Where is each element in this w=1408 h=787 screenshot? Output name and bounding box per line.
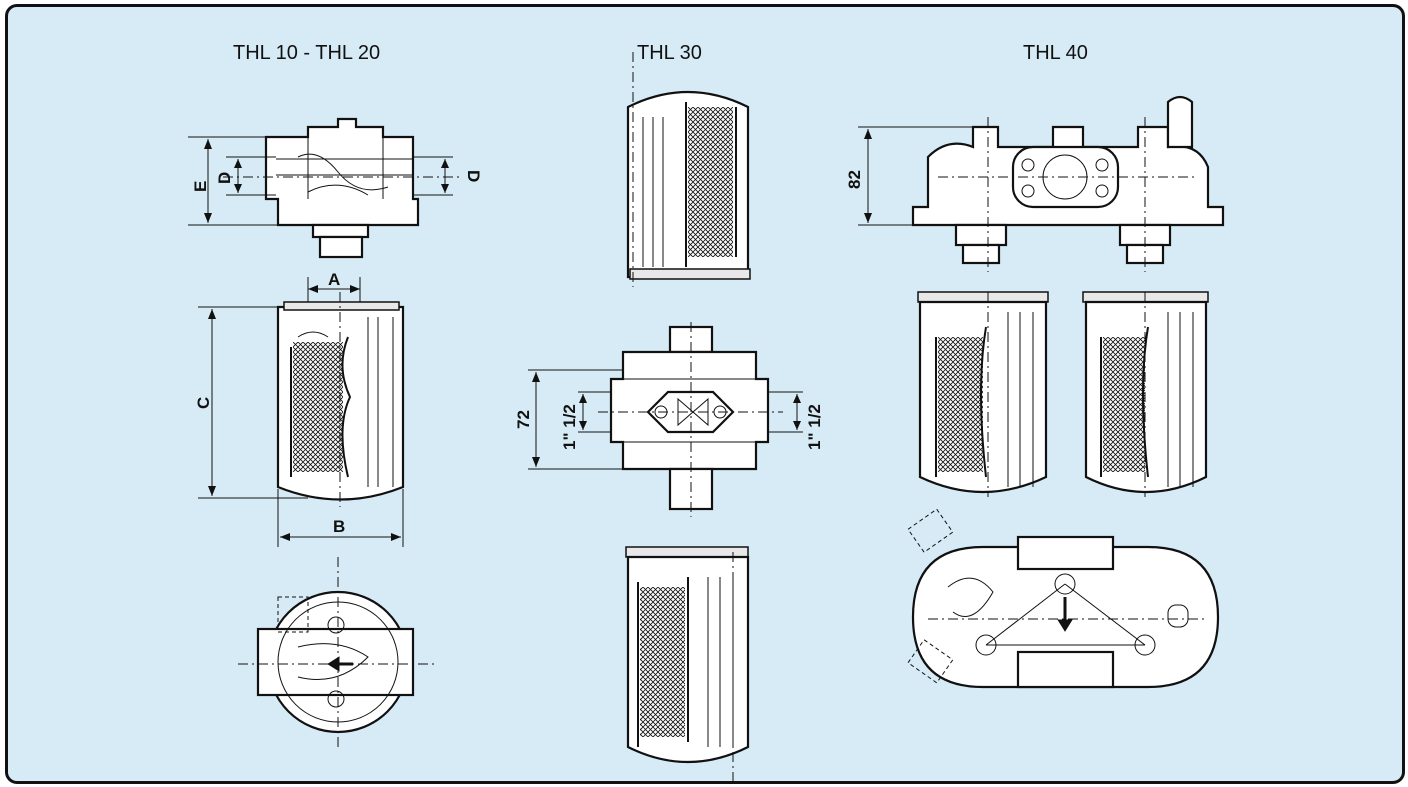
thl30-head	[609, 325, 770, 511]
dimension-72: 72	[514, 369, 623, 470]
thl40-top-view	[907, 508, 1220, 689]
title-thl30: THL 30	[637, 42, 702, 64]
dimension-82: 82	[845, 126, 973, 226]
thl40-head	[911, 95, 1225, 265]
thl10-head-side-view	[264, 117, 420, 259]
thl30-canister-bottom	[625, 546, 750, 764]
thl30-canister-top	[626, 90, 751, 280]
dimension-b: B	[277, 489, 404, 547]
thl40-canister-left	[917, 291, 1049, 494]
label-b: B	[333, 517, 345, 536]
label-d-right: D	[464, 170, 483, 182]
title-thl10-thl20: THL 10 - THL 20	[233, 42, 381, 64]
label-c: C	[194, 397, 213, 409]
dimension-c: C	[194, 306, 308, 499]
thl10-canister	[276, 301, 405, 501]
dimension-d-right: D	[413, 156, 483, 196]
diagram-panel: THL 10 - THL 20 THL 30 THL 40 E	[5, 4, 1405, 784]
technical-drawing: E D D A	[188, 52, 1225, 781]
title-thl40: THL 40	[1023, 42, 1088, 64]
dimension-port-right: 1" 1/2	[768, 391, 824, 450]
dimension-e: E	[188, 136, 278, 226]
thl10-top-view	[256, 590, 415, 734]
label-72: 72	[514, 410, 533, 429]
dimension-d-left: D	[215, 156, 276, 196]
label-port-right: 1" 1/2	[805, 404, 824, 450]
label-a: A	[328, 270, 340, 289]
label-82: 82	[845, 170, 864, 189]
label-port-left: 1" 1/2	[560, 404, 579, 450]
label-d-left: D	[215, 172, 234, 184]
label-e: E	[191, 181, 210, 192]
dimension-port-left: 1" 1/2	[560, 391, 611, 450]
